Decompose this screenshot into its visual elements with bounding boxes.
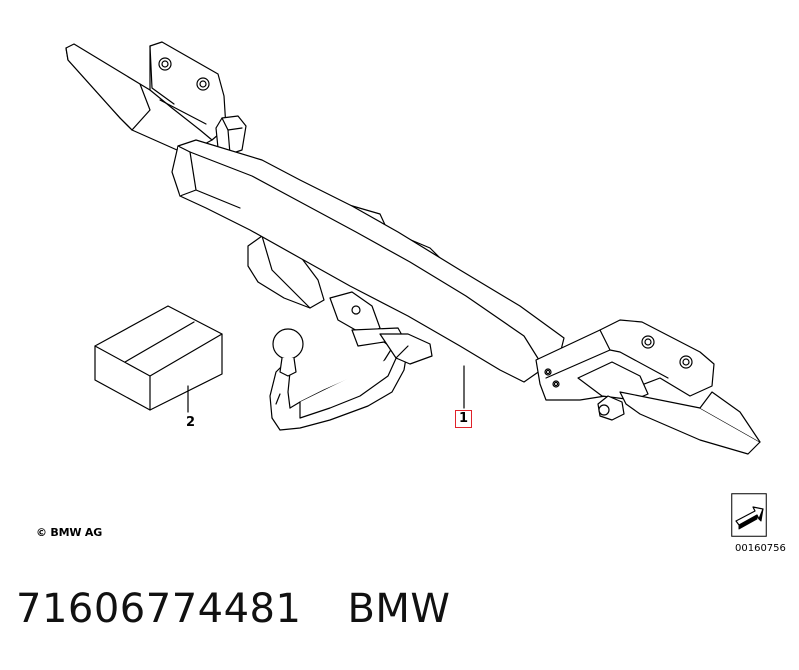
tow-ball-assembly <box>269 327 433 431</box>
callout-item-1[interactable]: 1 <box>455 410 472 428</box>
image-reference-id: 00160756 <box>735 543 786 554</box>
right-mounting-bracket <box>535 319 761 455</box>
brand-name: BMW <box>347 586 451 632</box>
part-number: 71606774481 <box>16 586 302 632</box>
cross-beam <box>171 139 565 383</box>
next-page-arrow-icon[interactable] <box>731 493 767 537</box>
leader-lines <box>187 365 465 413</box>
callout-item-2[interactable]: 2 <box>186 415 196 430</box>
footer-caption: 71606774481 BMW <box>16 586 450 632</box>
left-mounting-bracket <box>65 41 247 155</box>
connector-box-part-2 <box>94 305 223 411</box>
tow-hitch-diagram <box>65 41 761 455</box>
copyright-notice: © BMW AG <box>36 526 103 539</box>
